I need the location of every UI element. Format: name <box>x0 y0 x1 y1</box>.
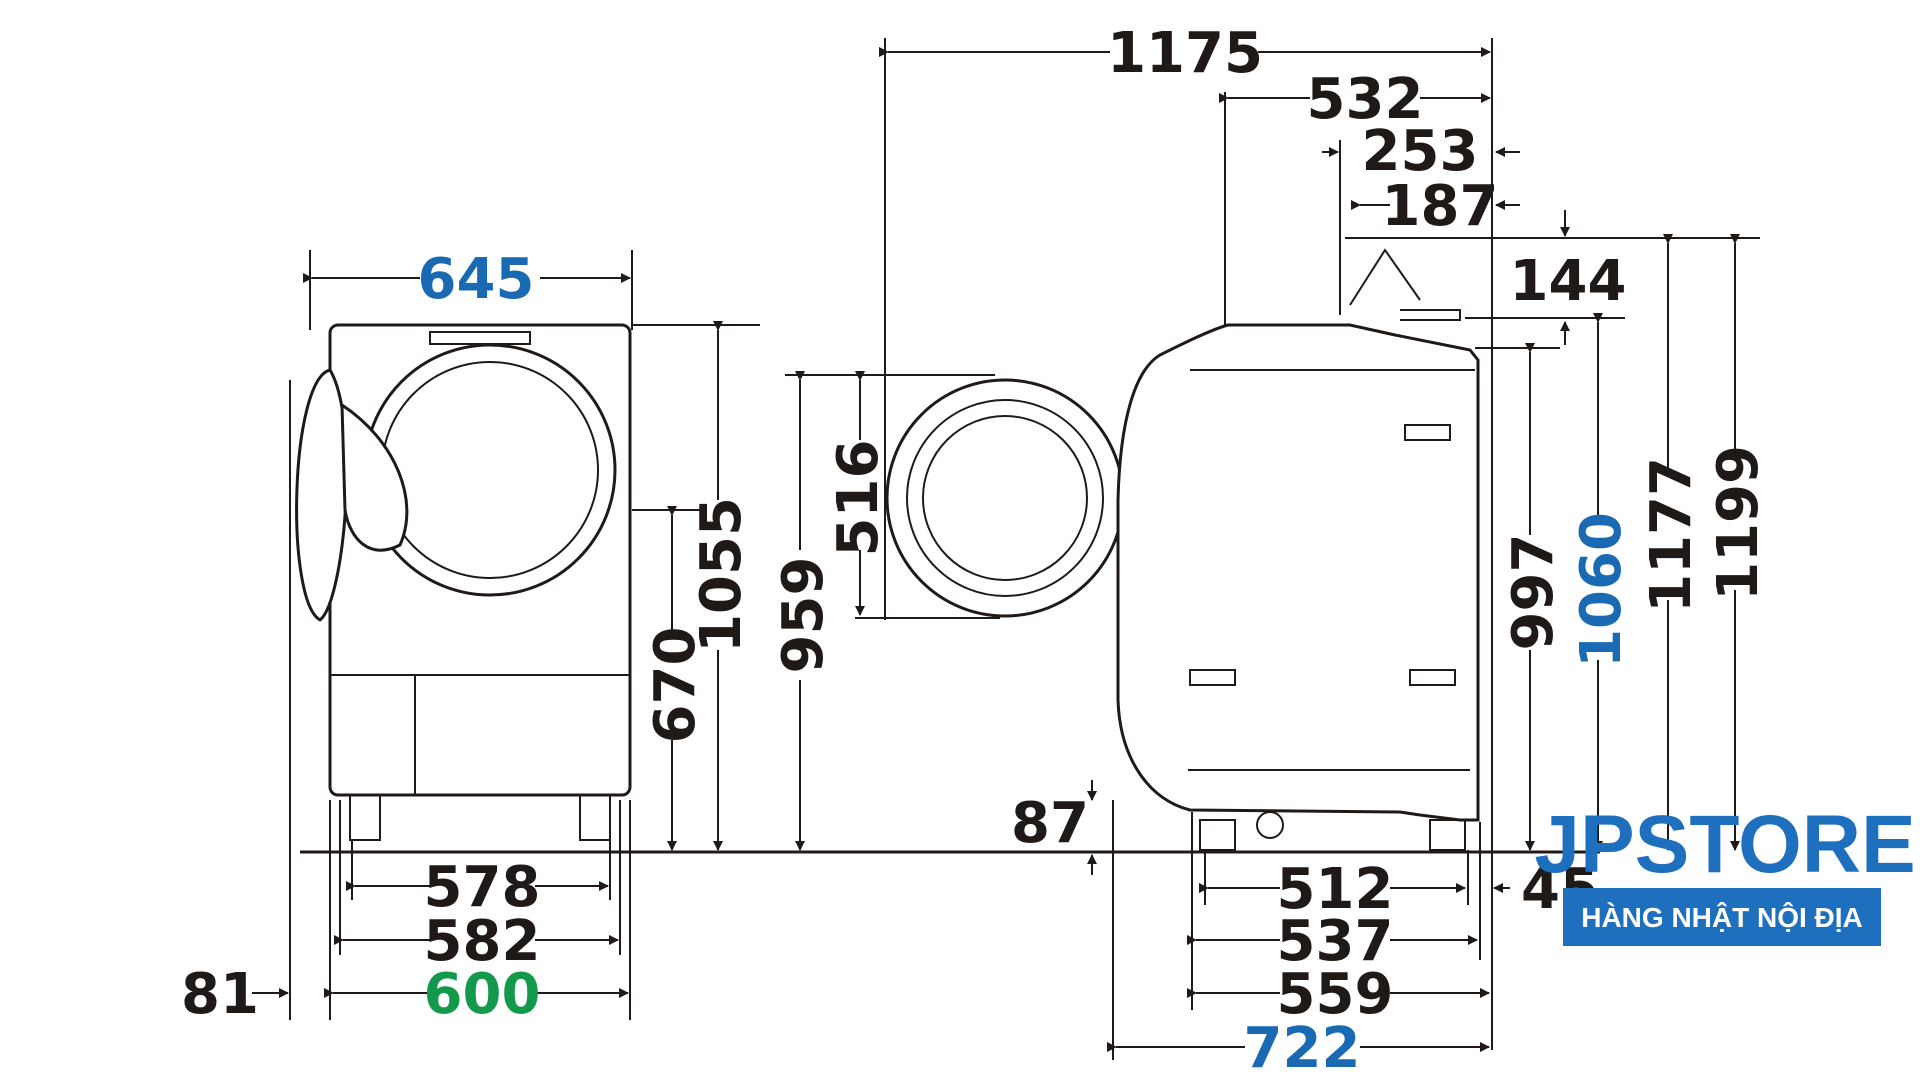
drum-outer <box>363 343 617 597</box>
dim-87: 87 <box>1011 791 1089 856</box>
door-circle-inner <box>906 399 1104 597</box>
brand-name: JPSTORE <box>1534 799 1915 890</box>
dim-997: 997 <box>1501 534 1566 651</box>
dim-253: 253 <box>1362 119 1479 184</box>
dim-959: 959 <box>771 557 836 674</box>
side-view: 1175 532 253 187 144 997 1060 1177 1199 <box>879 21 1771 1080</box>
dim-1055: 1055 <box>689 497 754 653</box>
dim-578: 578 <box>424 855 541 920</box>
dim-537: 537 <box>1277 909 1394 974</box>
dim-516: 516 <box>826 440 891 557</box>
side-foot-rear <box>1429 819 1466 851</box>
dim-670: 670 <box>643 627 708 744</box>
water-hose <box>1339 240 1461 321</box>
door-handle <box>340 402 409 552</box>
dim-645: 645 <box>418 247 535 312</box>
drain-cap <box>1256 811 1284 839</box>
side-vent-top <box>1404 424 1451 441</box>
side-foot-front <box>1199 819 1236 851</box>
side-body <box>1116 323 1480 822</box>
jpstore-watermark: JPSTORE HÀNG NHẬT NỘI ĐỊA <box>1534 799 1916 946</box>
dim-81: 81 <box>181 962 259 1027</box>
dim-144: 144 <box>1510 249 1627 314</box>
front-view: 645 1055 670 578 582 600 81 <box>181 247 1600 1027</box>
front-foot-right <box>579 794 611 841</box>
dim-722: 722 <box>1244 1016 1361 1080</box>
dim-1199: 1199 <box>1706 445 1771 601</box>
dim-600: 600 <box>424 962 541 1027</box>
dim-1175: 1175 <box>1107 21 1263 86</box>
door-glass <box>922 415 1088 581</box>
dim-512: 512 <box>1277 857 1394 922</box>
front-foot-left <box>349 794 381 841</box>
dim-187: 187 <box>1382 174 1499 239</box>
dim-532: 532 <box>1307 67 1424 132</box>
brand-tagline-box <box>1563 888 1881 946</box>
door-view: 516 959 <box>771 371 1125 851</box>
side-vent-left <box>1189 669 1236 686</box>
dim-559: 559 <box>1277 962 1394 1027</box>
side-vent-right <box>1409 669 1456 686</box>
dim-1060: 1060 <box>1569 512 1634 668</box>
dim-582: 582 <box>424 909 541 974</box>
dim-1177: 1177 <box>1639 457 1704 613</box>
brand-tagline: HÀNG NHẬT NỘI ĐỊA <box>1581 901 1863 933</box>
